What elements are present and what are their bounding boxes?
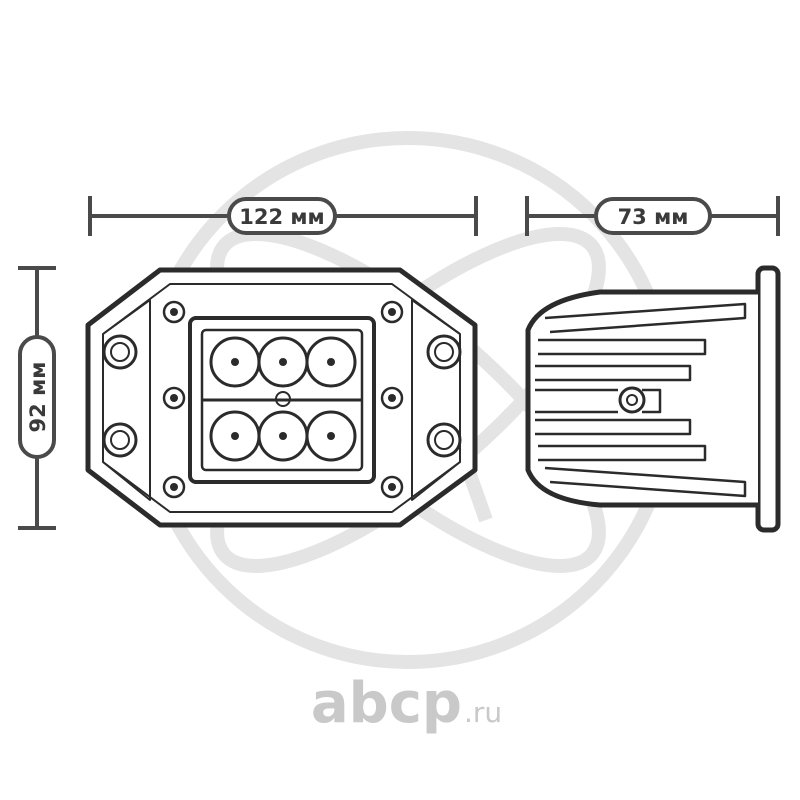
- mount-hole-tl: [102, 334, 138, 370]
- mount-hole-br: [426, 422, 462, 458]
- fin-4: [535, 388, 662, 414]
- fin-5: [535, 418, 692, 436]
- mount-hole-tr-inner: [434, 342, 454, 362]
- screw-1: [162, 300, 186, 324]
- front-right-ear: [411, 299, 461, 501]
- lens-frame-outer: [188, 316, 376, 484]
- side-flange: [755, 265, 781, 533]
- screw-3: [162, 475, 186, 499]
- side-view: [525, 265, 781, 533]
- mount-hole-br-inner: [434, 430, 454, 450]
- fin-1: [544, 302, 747, 334]
- mounting-holes: [102, 334, 462, 458]
- mount-hole-tl-inner: [110, 342, 130, 362]
- heat-sink-fins: [535, 302, 747, 498]
- width-label-text: 122 мм: [239, 205, 324, 229]
- mount-hole-tr: [426, 334, 462, 370]
- height-label-text: 92 мм: [26, 362, 50, 433]
- width-label-pill: [227, 197, 337, 235]
- screw-5: [380, 386, 404, 410]
- height-label: 92 мм: [18, 335, 56, 459]
- fin-3: [535, 364, 692, 382]
- mount-hole-bl: [102, 422, 138, 458]
- width-label: 122 мм: [227, 197, 337, 235]
- fin-7: [544, 466, 747, 498]
- screw-6: [380, 475, 404, 499]
- watermark-text: abcp .ru: [311, 671, 502, 736]
- fin-2: [538, 338, 707, 356]
- depth-label: 73 мм: [594, 197, 712, 235]
- mount-hole-bl-inner: [110, 430, 130, 450]
- front-view: [85, 267, 478, 528]
- screws: [162, 300, 404, 499]
- center-screw: [275, 391, 291, 407]
- led-array: [209, 336, 357, 462]
- depth-label-pill: [594, 197, 712, 235]
- fin-6: [538, 444, 707, 462]
- height-label-pill: [18, 335, 56, 459]
- front-left-ear: [102, 299, 151, 501]
- watermark-tld: .ru: [464, 696, 502, 729]
- depth-label-text: 73 мм: [618, 205, 689, 229]
- led-6: [305, 410, 357, 462]
- side-bolt: [618, 386, 646, 414]
- watermark-brand: abcp: [311, 671, 462, 736]
- screw-4: [380, 300, 404, 324]
- screw-2: [162, 386, 186, 410]
- led-3: [305, 336, 357, 388]
- front-housing-outer: [85, 267, 478, 528]
